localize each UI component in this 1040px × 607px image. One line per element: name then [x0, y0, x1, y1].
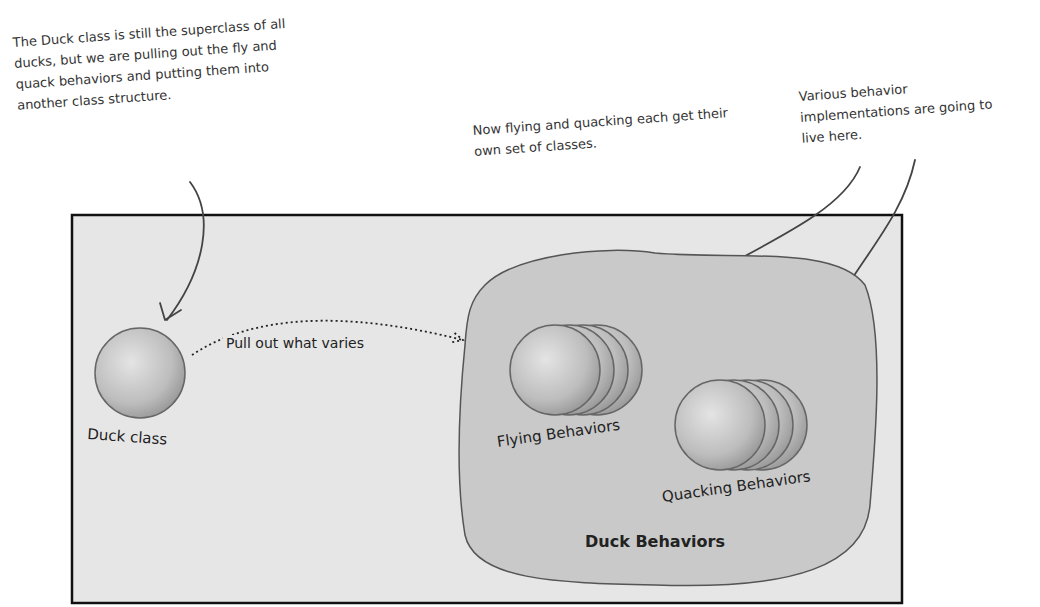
class-stack: Flying Behaviors: [505, 315, 685, 465]
annotation-note: The Duck class is still the superclass o…: [12, 11, 317, 116]
region-outline: [459, 250, 877, 585]
arrowhead: [452, 333, 463, 342]
annotation-note: Now flying and quacking each get their o…: [472, 101, 744, 162]
class-circle: [510, 325, 600, 415]
class-circle: [95, 328, 185, 418]
leader-arrowhead: [160, 303, 181, 320]
connector-label: Pull out what varies: [223, 335, 367, 351]
class-circle: [675, 380, 765, 470]
leader-line: [167, 182, 204, 320]
region-title: Duck Behaviors: [585, 532, 725, 551]
class-stack: Quacking Behaviors: [670, 370, 860, 520]
behavior-region: Duck BehaviorsFlying BehaviorsQuacking B…: [455, 245, 880, 590]
annotation-note: Various behavior implementations are goi…: [798, 71, 1017, 149]
node-label: Flying Behaviors: [496, 416, 621, 451]
node-label: Duck class: [87, 425, 168, 449]
dotted-connector: [192, 321, 463, 355]
outer-frame: [72, 215, 902, 603]
connector-line: [192, 321, 463, 355]
class-circle-node: Duck class: [92, 325, 192, 455]
node-label: Quacking Behaviors: [661, 467, 812, 506]
